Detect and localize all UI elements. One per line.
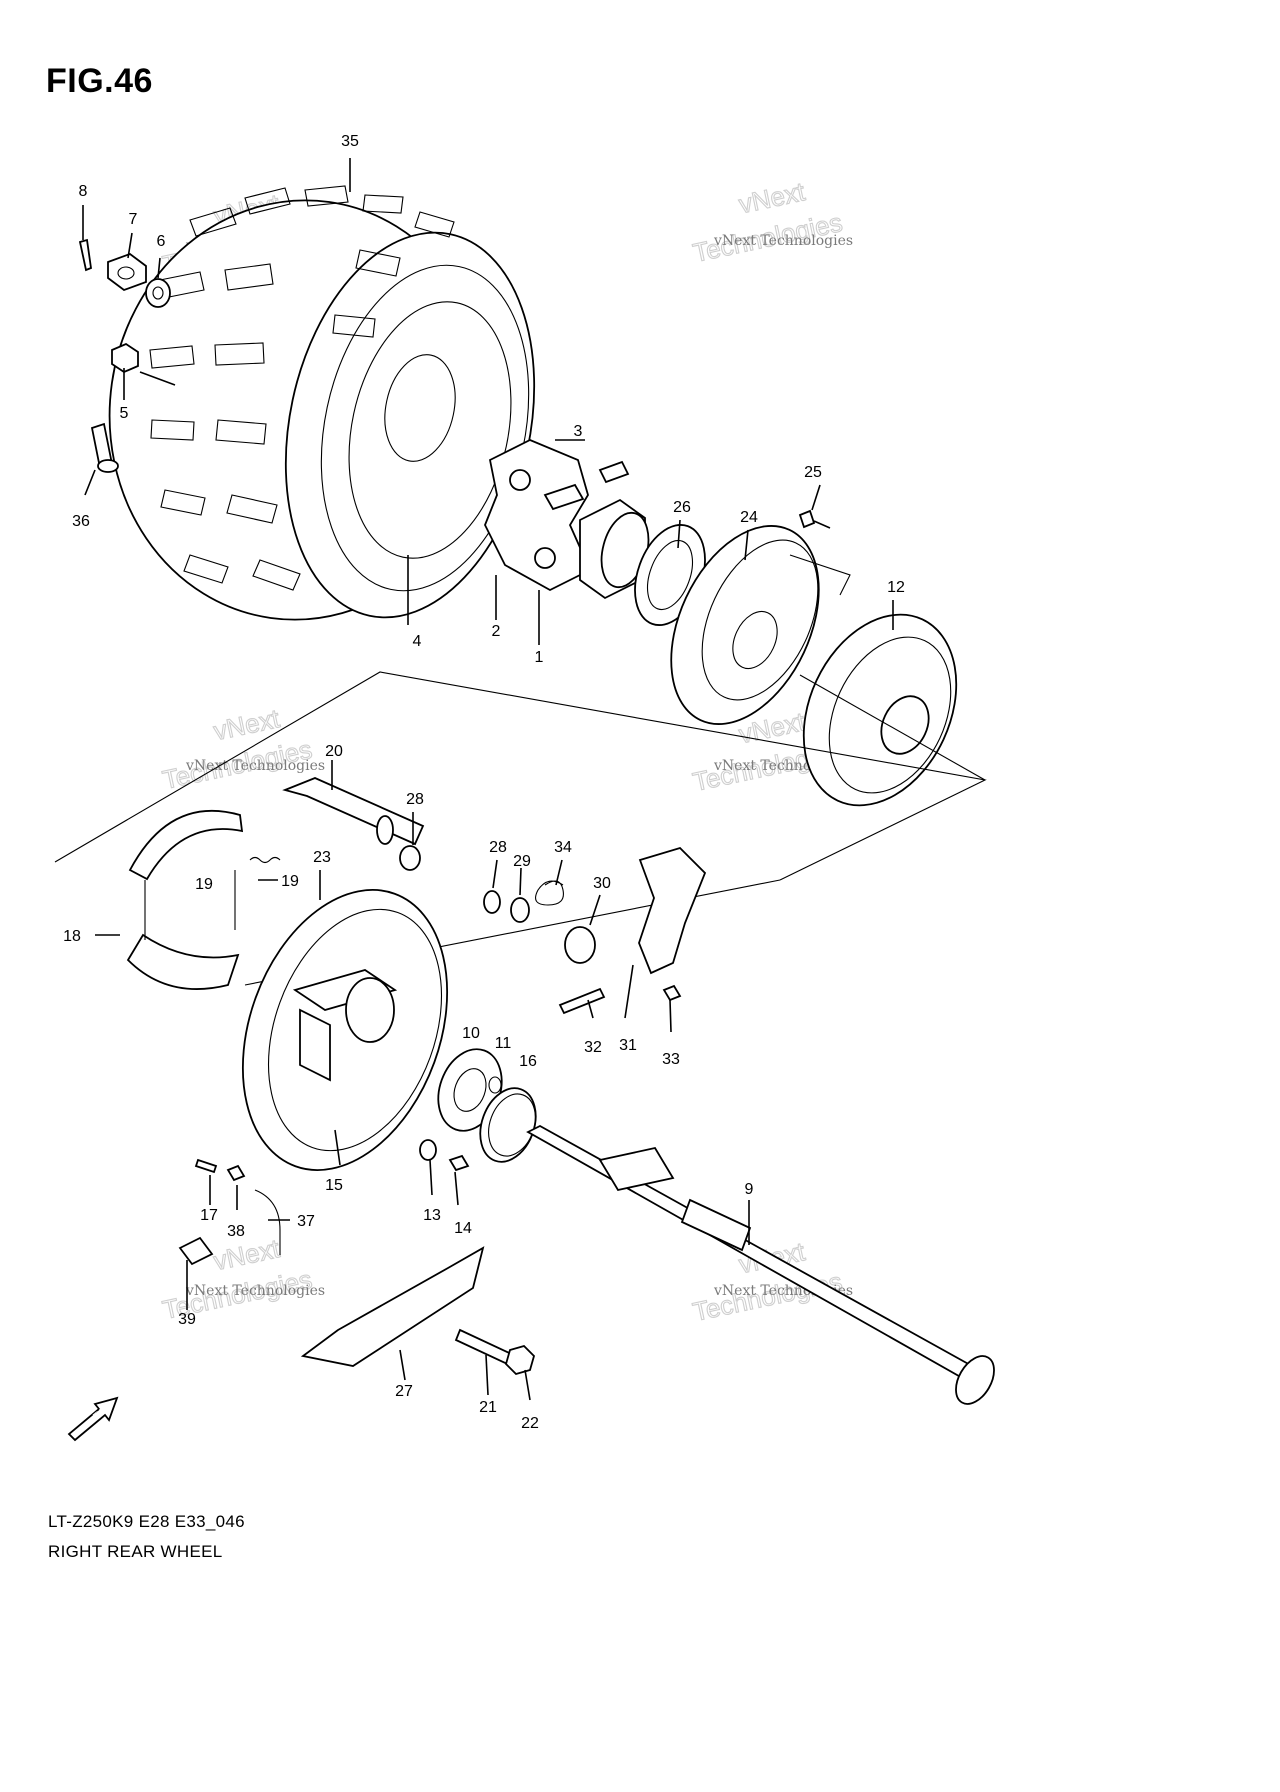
brake-drum-cover-24: [670, 525, 851, 725]
callout-15: 15: [325, 1177, 343, 1194]
valve-36: [90, 422, 119, 473]
nut-22: [504, 1344, 536, 1376]
callout-26: 26: [673, 499, 691, 516]
callout-19b: 19: [195, 876, 213, 893]
figure-title: FIG.46: [46, 62, 153, 100]
callout-23: 23: [313, 849, 331, 866]
callout-21: 21: [479, 1399, 497, 1416]
spring-19: [249, 856, 281, 864]
model-code: LT-Z250K9 E28 E33_046: [48, 1512, 245, 1531]
callout-36: 36: [72, 513, 90, 530]
callout-12: 12: [887, 579, 905, 596]
callout-19: 19: [281, 873, 299, 890]
watermark-big: vNext: [736, 176, 808, 219]
circlip-11: [488, 1076, 502, 1094]
shaft-20: [282, 777, 425, 846]
callout-8: 8: [79, 183, 88, 200]
callout-33: 33: [662, 1051, 680, 1068]
watermark-small: vNext Technologies: [185, 1283, 325, 1299]
cam-lever-parts: [483, 846, 707, 1015]
nut-5: [111, 342, 139, 374]
callout-7: 7: [129, 211, 138, 228]
small-fasteners: [194, 1139, 470, 1255]
callout-6: 6: [157, 233, 166, 250]
callout-9: 9: [745, 1181, 754, 1198]
callout-14: 14: [454, 1220, 472, 1237]
callout-5: 5: [120, 405, 129, 422]
cotter-pin-8: [78, 238, 92, 272]
castle-nut-7: [107, 252, 147, 292]
callout-34: 34: [554, 839, 572, 856]
callout-35: 35: [341, 133, 359, 150]
callout-1: 1: [535, 649, 544, 666]
callout-11: 11: [495, 1035, 512, 1052]
callout-24: 24: [740, 509, 758, 526]
watermark-small: vNext Technologies: [185, 758, 325, 774]
callout-17: 17: [200, 1207, 218, 1224]
clip-39: [178, 1236, 214, 1266]
callout-25: 25: [804, 464, 822, 481]
callout-27: 27: [395, 1383, 413, 1400]
callout-29: 29: [513, 853, 531, 870]
o-ring-28: [399, 845, 421, 871]
callout-2: 2: [492, 623, 501, 640]
fwd-arrow-icon: FWD: [67, 1396, 119, 1442]
brake-panel-23: [241, 889, 449, 1171]
callout-labels: 35 8 7 6 5 36 3 4 2 1 26 24 25 12 20 28 …: [63, 133, 905, 1432]
brake-drum-12: [802, 613, 958, 807]
diagram-caption: RIGHT REAR WHEEL: [48, 1542, 223, 1561]
callout-16: 16: [519, 1053, 537, 1070]
callout-4: 4: [413, 633, 422, 650]
callout-20: 20: [325, 743, 343, 760]
callout-37: 37: [297, 1213, 315, 1230]
callout-38: 38: [227, 1223, 245, 1240]
callout-13: 13: [423, 1207, 441, 1224]
brake-lever-27: [300, 1246, 485, 1367]
tire-assembly: [108, 185, 536, 621]
watermark-big: vNext: [211, 1233, 283, 1276]
hub-assembly: [484, 439, 650, 600]
leader-lines: [82, 158, 894, 1401]
callout-28b: 28: [489, 839, 507, 856]
callout-18: 18: [63, 928, 81, 945]
callout-30: 30: [593, 875, 611, 892]
callout-3: 3: [574, 423, 583, 440]
watermark-small: vNext Technologies: [713, 233, 853, 249]
rear-axle-9: [526, 1124, 995, 1405]
brake-shoes-18: [126, 809, 244, 990]
bolt-25: [798, 509, 831, 529]
callout-39: 39: [178, 1311, 196, 1328]
watermark-big: vNext: [211, 703, 283, 746]
callout-10: 10: [462, 1025, 480, 1042]
callout-28: 28: [406, 791, 424, 808]
callout-32: 32: [584, 1039, 602, 1056]
callout-31: 31: [619, 1037, 637, 1054]
washer-6: [145, 278, 171, 308]
callout-22: 22: [521, 1415, 539, 1432]
